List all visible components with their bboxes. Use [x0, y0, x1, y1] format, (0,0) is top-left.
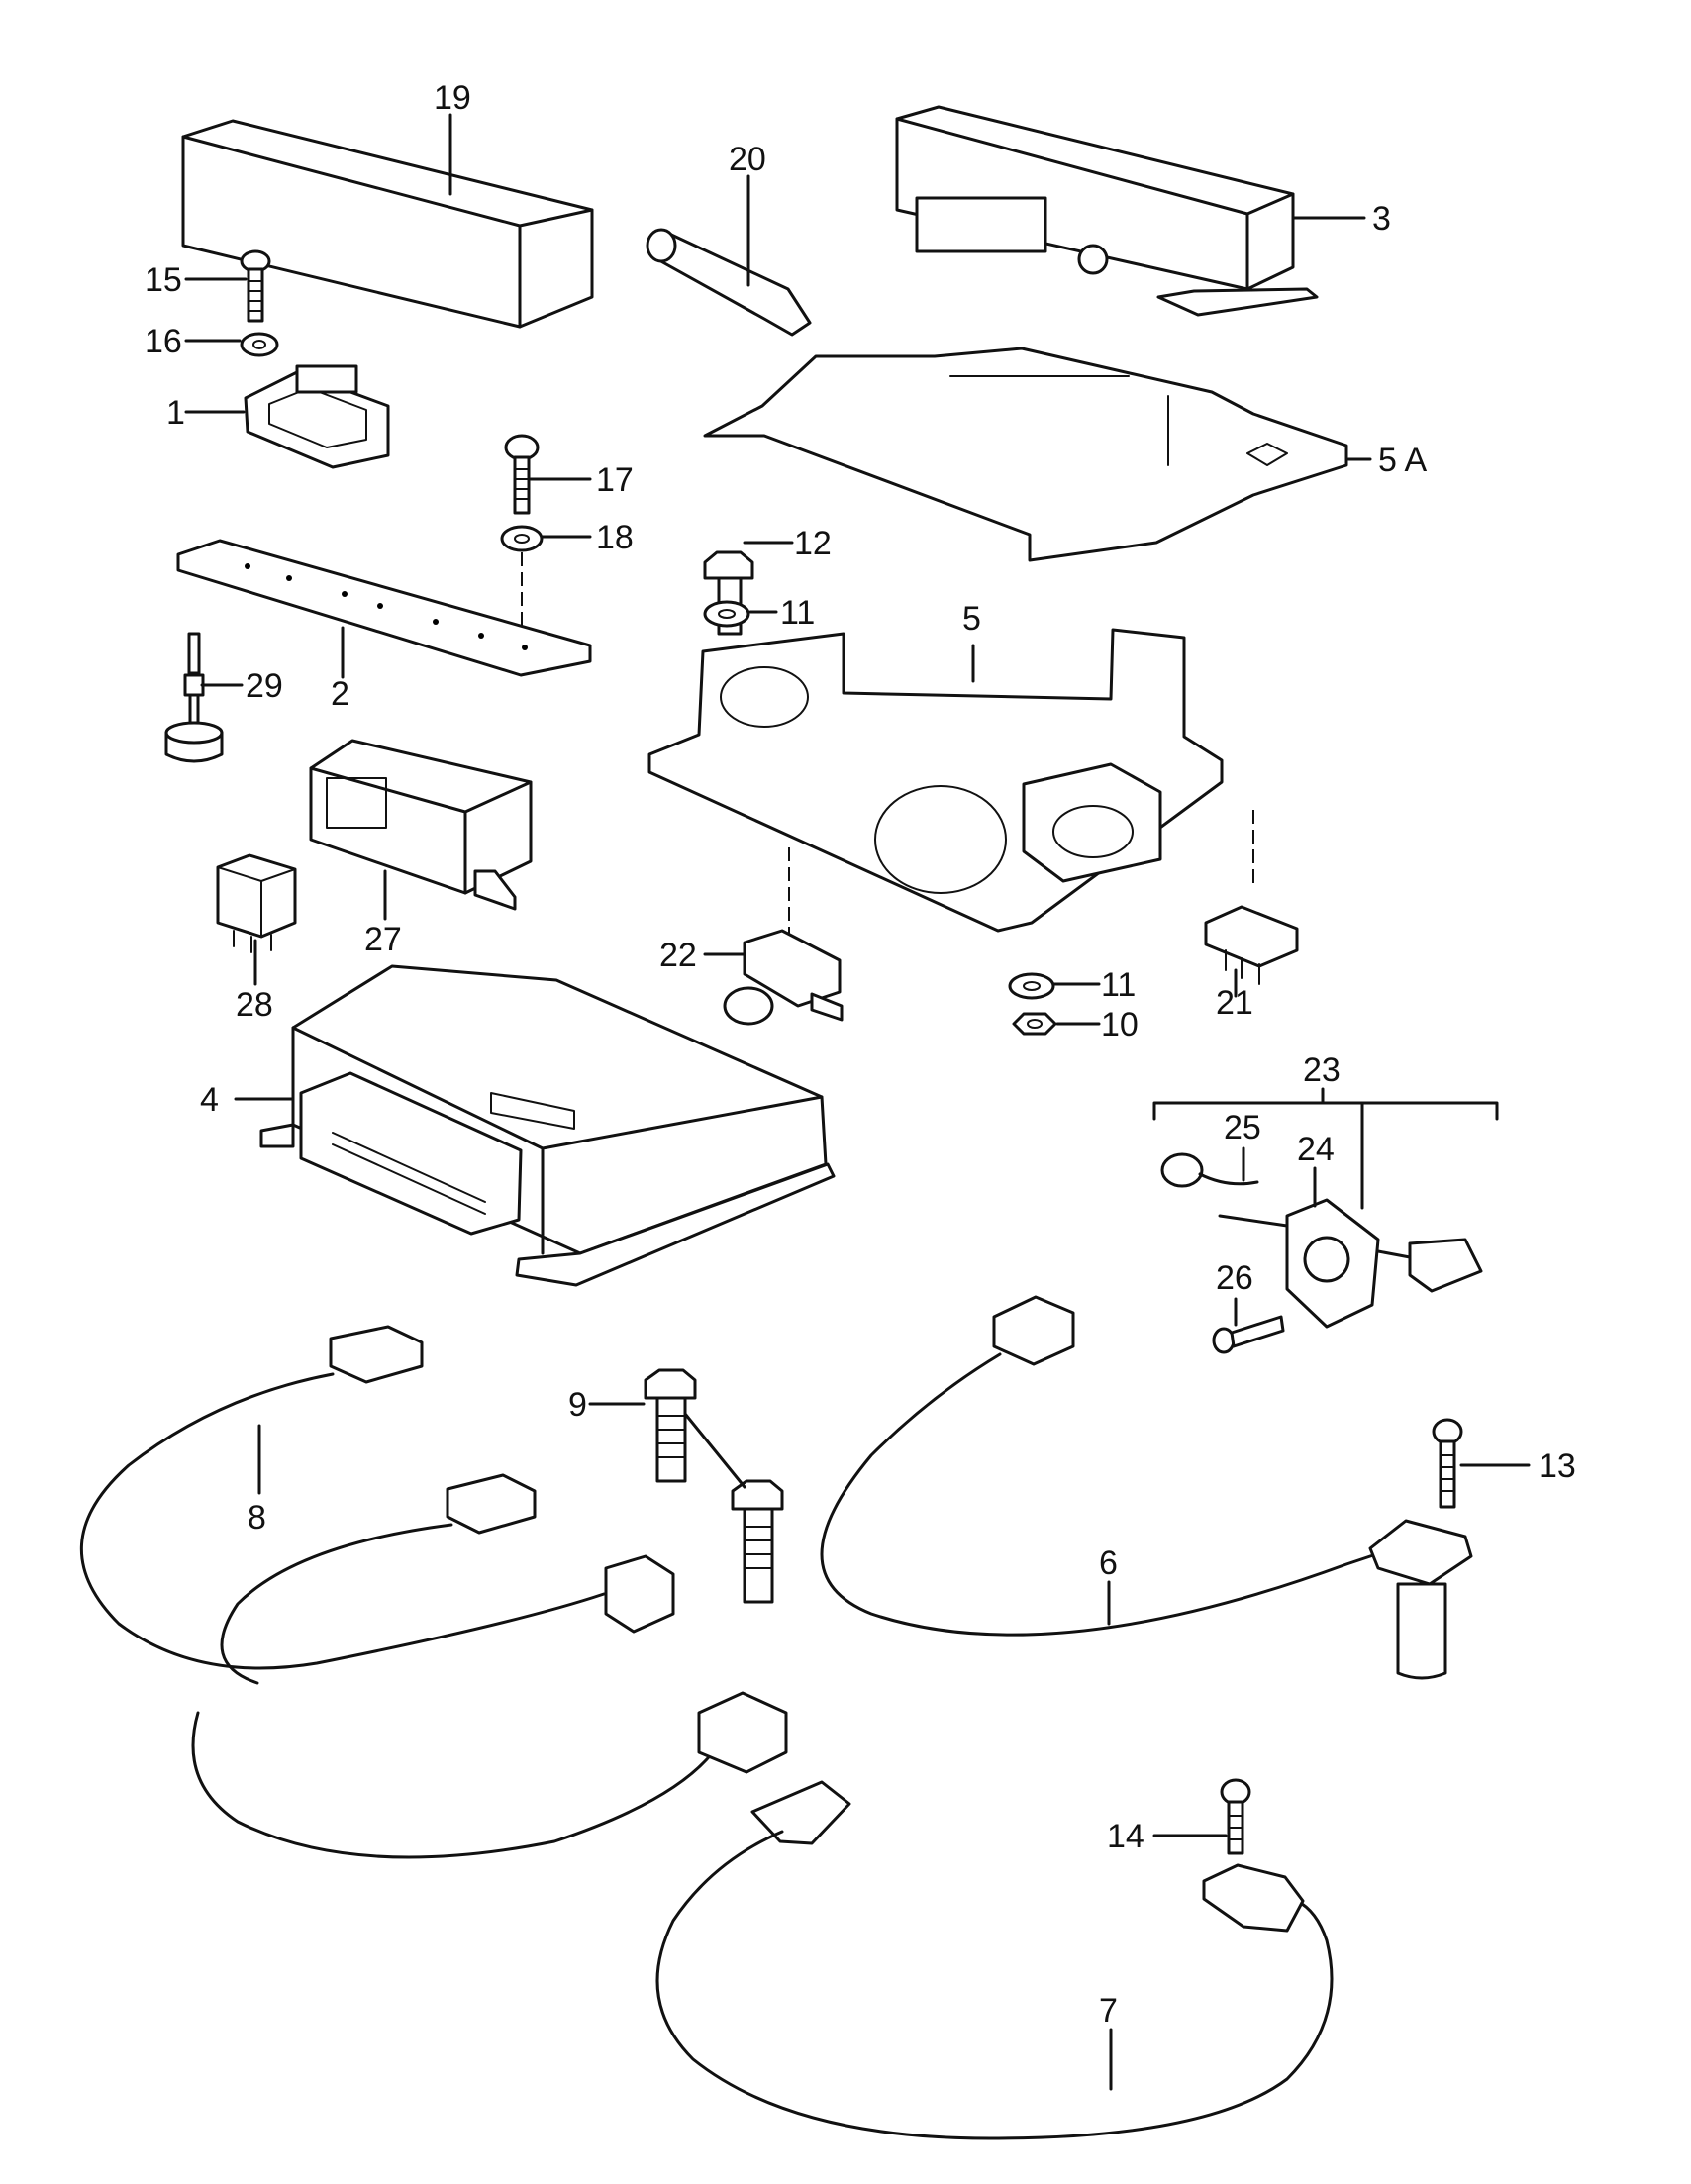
part-11-washer-lower	[1008, 972, 1055, 1000]
callout-19: 19	[434, 79, 471, 117]
part-20-tube	[646, 228, 812, 337]
part-8-knock-sensors	[79, 1325, 788, 1859]
part-3-control-unit	[895, 105, 1319, 317]
callout-26: 26	[1216, 1259, 1253, 1297]
part-18-washer	[500, 525, 544, 552]
callout-11-bottom: 11	[1101, 966, 1136, 1004]
callout-22: 22	[659, 937, 697, 974]
callout-14: 14	[1107, 1818, 1144, 1855]
callout-18: 18	[596, 519, 634, 556]
callout-1: 1	[166, 394, 185, 432]
part-10-nut	[1012, 1012, 1057, 1036]
part-11-washer	[703, 600, 750, 628]
part-5-bracket	[647, 628, 1224, 933]
callout-29: 29	[246, 667, 283, 705]
part-16-washer	[240, 332, 279, 357]
callout-15: 15	[145, 261, 182, 299]
part-1-module	[244, 364, 390, 469]
callout-9: 9	[568, 1386, 587, 1424]
callout-10: 10	[1101, 1006, 1139, 1043]
callout-11-top: 11	[780, 594, 815, 632]
part-19-box	[181, 119, 594, 329]
callout-8: 8	[248, 1499, 266, 1537]
part-5a-mounting-plate	[703, 347, 1348, 562]
callout-16: 16	[145, 323, 182, 360]
group-23-bracket	[1152, 1087, 1499, 1121]
callout-25: 25	[1224, 1109, 1261, 1146]
part-14-screw	[1220, 1778, 1251, 1855]
part-28-relay	[216, 853, 297, 953]
callout-17: 17	[596, 461, 634, 499]
part-22-sensor	[723, 929, 844, 1026]
callout-5: 5	[962, 600, 981, 638]
part-17-screw	[504, 434, 540, 515]
callout-23: 23	[1303, 1051, 1341, 1089]
part-15-screw	[240, 249, 271, 323]
callout-5a: 5 A	[1378, 442, 1427, 479]
part-27-relay-box	[309, 739, 533, 911]
callout-20: 20	[729, 141, 766, 178]
part-13-screw	[1432, 1418, 1463, 1509]
callout-27: 27	[364, 921, 402, 958]
part-24-distributor	[1218, 1198, 1483, 1329]
part-26-screw	[1212, 1315, 1285, 1354]
part-4-control-unit	[259, 964, 836, 1287]
callout-4: 4	[200, 1081, 219, 1119]
callout-2: 2	[331, 675, 349, 713]
callout-7: 7	[1099, 1992, 1118, 2030]
callout-24: 24	[1297, 1131, 1335, 1168]
part-29-sensor	[164, 632, 224, 763]
callout-13: 13	[1539, 1447, 1576, 1485]
callout-6: 6	[1099, 1544, 1118, 1582]
callout-3: 3	[1372, 200, 1391, 238]
part-7-sensor-cable	[655, 1780, 1334, 2140]
callout-12: 12	[794, 525, 832, 562]
callout-21: 21	[1216, 984, 1253, 1022]
part-25-spring	[1160, 1152, 1259, 1188]
part-6-sensor-cable	[820, 1295, 1473, 1680]
part-21-connector	[1204, 905, 1299, 985]
part-2-plate	[176, 539, 592, 677]
callout-28: 28	[236, 986, 273, 1024]
part-9-bolts	[644, 1368, 784, 1604]
